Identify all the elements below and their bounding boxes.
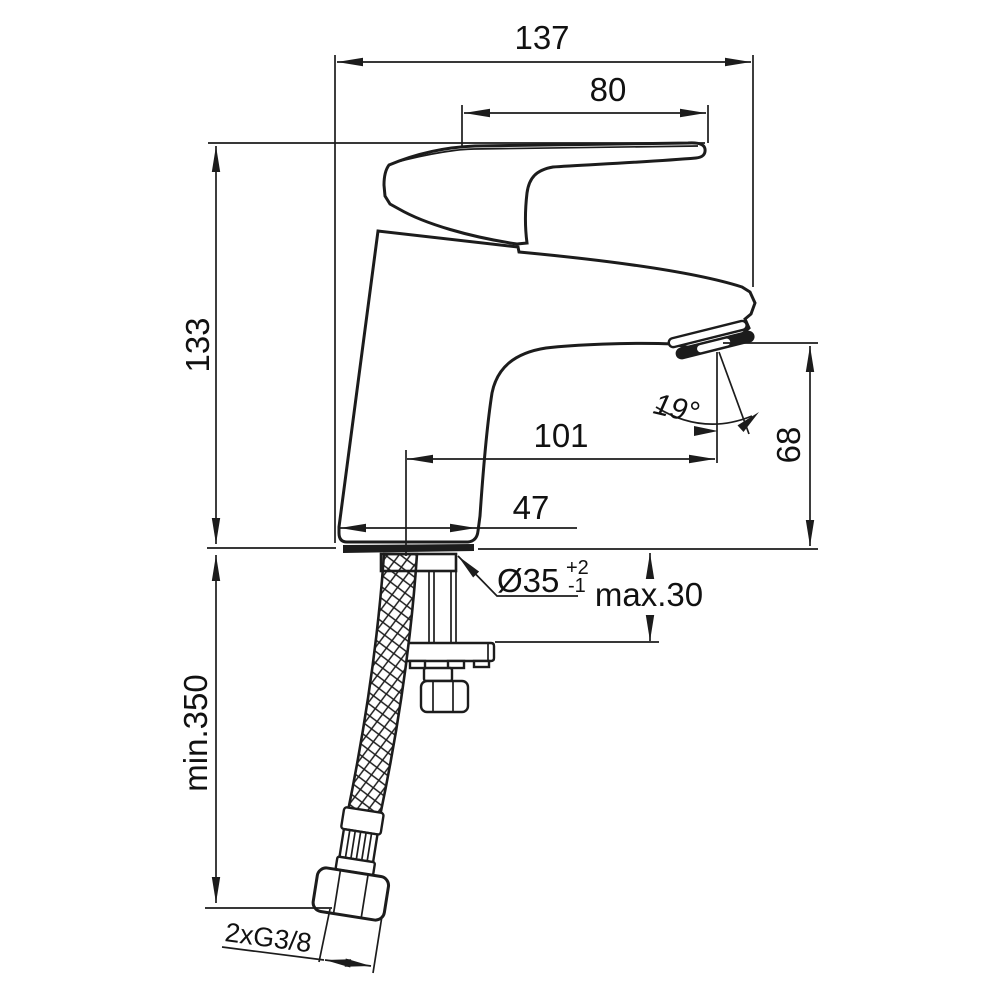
dimension-133: 133 — [179, 146, 221, 544]
base-gasket — [343, 544, 474, 553]
shank-collar — [379, 552, 458, 573]
dimension-80: 80 — [461, 71, 709, 146]
dimension-137: 137 — [334, 19, 754, 543]
handle-top-highlight — [392, 145, 699, 164]
label-dia35-minus: -1 — [568, 575, 586, 597]
deck-lines — [207, 547, 818, 550]
label-68: 68 — [770, 427, 807, 464]
dimension-101: 101 — [405, 352, 718, 556]
dimension-min350: min.350 — [177, 555, 332, 909]
label-dia35-plus: +2 — [566, 557, 589, 579]
threaded-rod — [428, 571, 457, 642]
dimension-68: 68 — [723, 342, 818, 546]
label-dia35: Ø35 — [497, 562, 559, 599]
mounting-nut — [419, 666, 470, 714]
supply-hose — [311, 552, 419, 922]
label-min350: min.350 — [177, 674, 214, 791]
dimension-47: 47 — [340, 489, 577, 533]
label-max30: max.30 — [595, 576, 703, 613]
callout-hole-diameter: Ø35 +2 -1 — [457, 555, 589, 599]
under-deck-hardware — [381, 571, 496, 714]
label-80: 80 — [590, 71, 627, 108]
aerator — [667, 319, 755, 360]
faucet-body-spout — [337, 229, 757, 544]
hose-hex-nut — [311, 866, 391, 922]
label-47: 47 — [513, 489, 550, 526]
faucet-handle — [382, 141, 707, 246]
label-19deg: 19° — [650, 388, 702, 430]
dimension-max30: max.30 — [495, 553, 703, 643]
label-thread: 2xG3/8 — [223, 917, 313, 958]
label-101: 101 — [533, 417, 588, 454]
label-137: 137 — [514, 19, 569, 56]
mounting-plate — [381, 641, 496, 670]
dimension-angle-19: 19° — [650, 351, 759, 436]
label-133: 133 — [179, 317, 216, 372]
hose-fitting — [311, 806, 391, 922]
